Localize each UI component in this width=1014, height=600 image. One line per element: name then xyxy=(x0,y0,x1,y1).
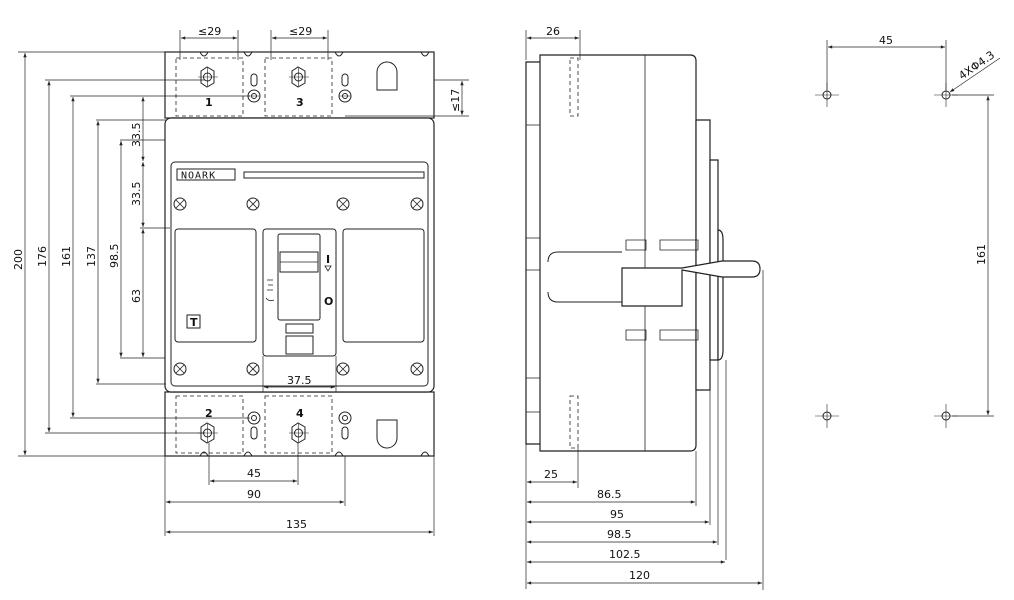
test-symbol: T xyxy=(190,316,198,329)
top-notches xyxy=(199,51,430,57)
dim-w37-5: 37.5 xyxy=(287,374,312,387)
dim-top-mid-width: ≤29 xyxy=(289,25,312,38)
dim-95: 95 xyxy=(610,508,624,521)
terminal-2-label: 2 xyxy=(205,407,213,420)
handle-base xyxy=(285,335,314,355)
bottom-notches xyxy=(199,451,430,457)
dim-86-5: 86.5 xyxy=(597,488,622,501)
dim-h33-5-lower: 33.5 xyxy=(130,182,143,207)
dim-holes: 4XΦ4.3 xyxy=(956,48,997,82)
brand-plate xyxy=(176,168,236,181)
mounting-pattern: 45 4XΦ4.3 161 xyxy=(815,34,1001,428)
brand-label: NOARK xyxy=(181,171,216,182)
arrow-symbol-icon xyxy=(324,265,332,272)
right-window xyxy=(342,228,425,343)
dim-spacing-161: 161 xyxy=(975,244,988,265)
handle-base-side xyxy=(717,229,724,361)
dim-h63: 63 xyxy=(130,289,143,303)
label-strip xyxy=(243,171,425,179)
dim-w45: 45 xyxy=(247,467,261,480)
cover-screws xyxy=(173,197,424,376)
dim-h33-5-upper: 33.5 xyxy=(130,123,143,148)
handle-frame xyxy=(262,228,337,357)
top-terminals xyxy=(175,57,398,117)
dim-120: 120 xyxy=(629,569,650,582)
bottom-terminals xyxy=(175,395,398,454)
trip-symbol-icon xyxy=(265,279,275,302)
handle-side xyxy=(621,260,761,307)
left-window xyxy=(174,228,257,343)
dim-h137: 137 xyxy=(85,246,98,267)
dim-h176: 176 xyxy=(36,246,49,267)
side-dimensions: 26 25 86.5 95 98.5 102.5 120 xyxy=(525,25,764,590)
dim-top-26: 26 xyxy=(546,25,560,38)
dim-w90: 90 xyxy=(247,488,261,501)
dim-top-right-height: ≤17 xyxy=(449,89,462,112)
dim-h161: 161 xyxy=(60,246,73,267)
side-view xyxy=(525,54,761,452)
dim-w135: 135 xyxy=(286,518,307,531)
front-view: NOARK T I O xyxy=(164,51,435,457)
off-symbol: O xyxy=(324,295,333,308)
cover-face xyxy=(709,159,719,361)
side-case xyxy=(539,54,697,452)
dim-spacing-45: 45 xyxy=(879,34,893,47)
dim-h200: 200 xyxy=(12,249,25,270)
handle-indicator xyxy=(285,323,314,334)
terminal-4-label: 4 xyxy=(296,407,304,420)
terminal-3-label: 3 xyxy=(296,96,304,109)
dim-h98-5: 98.5 xyxy=(108,244,121,269)
breaker-body xyxy=(164,117,435,393)
mounting-holes xyxy=(815,83,958,428)
dim-top-left-width: ≤29 xyxy=(198,25,221,38)
test-button xyxy=(186,314,201,329)
dim-102-5: 102.5 xyxy=(609,548,641,561)
dim-bottom-25: 25 xyxy=(544,468,558,481)
front-dimensions: ≤29 ≤29 ≤17 200 176 161 137 98.5 33.5 33… xyxy=(12,25,469,536)
handle-slot xyxy=(277,233,321,321)
on-symbol: I xyxy=(326,253,330,266)
cover-step xyxy=(695,119,711,391)
dim-98-5: 98.5 xyxy=(607,528,632,541)
terminal-1-label: 1 xyxy=(205,96,213,109)
